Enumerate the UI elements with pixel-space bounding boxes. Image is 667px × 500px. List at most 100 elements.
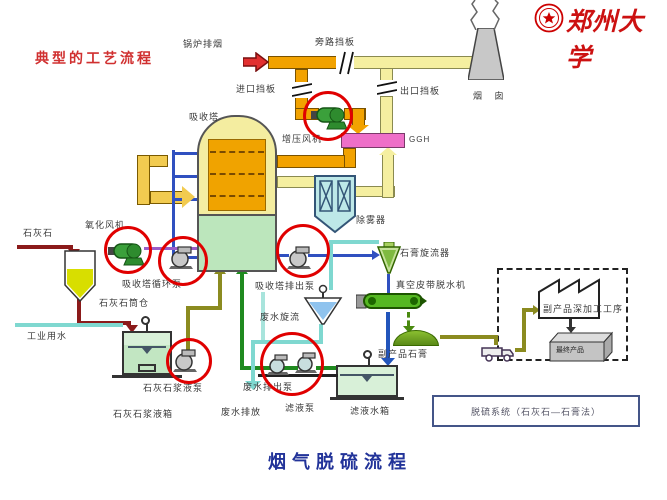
- arrow-into-product-box: [566, 327, 576, 333]
- filtrate-agitator-motor: [363, 350, 372, 359]
- highlight-circle-discharge-pump: [276, 224, 330, 278]
- label-chimney: 烟 囱: [473, 91, 509, 101]
- highlight-circle-oxidation-fan: [104, 226, 152, 274]
- bypass-damper-icon: [336, 51, 354, 75]
- factory-building: [538, 278, 600, 319]
- slurry-tank-level-marker: [142, 348, 152, 354]
- pipe-wastewater-down: [251, 344, 255, 382]
- label-industrial-water: 工业用水: [27, 331, 68, 341]
- pipe-ggh-down: [352, 108, 365, 126]
- label-boiler-exhaust: 锅炉排烟: [183, 39, 224, 49]
- label-limestone-slurry-tank: 石灰石浆液箱: [113, 409, 174, 419]
- label-absorber-discharge-pump: 吸收塔排出泵: [255, 281, 316, 291]
- pipe-demister-to-ggh: [382, 154, 394, 198]
- label-limestone-slurry-pump: 石灰石浆液泵: [143, 383, 204, 393]
- system-caption-box: 脱硫系统（石灰石—石膏法）: [432, 395, 640, 427]
- pipe-slurry-up: [218, 274, 222, 308]
- pipe-to-factory: [522, 308, 534, 312]
- highlight-circle-slurry-pump: [166, 338, 212, 384]
- pipe-ggh-to-outlet-damper: [380, 96, 393, 134]
- label-limestone-silo: 石灰石筒仓: [99, 298, 150, 308]
- label-circulation-pump: 吸收塔循环泵: [122, 279, 183, 289]
- pipe-cyclone-underflow: [387, 274, 390, 294]
- filtrate-tank-base: [330, 397, 404, 400]
- inlet-damper-icon: [292, 82, 312, 98]
- filtrate-tank-level-marker: [362, 376, 372, 382]
- label-demister: 除雾器: [356, 215, 387, 225]
- pipe-gypsum-truck-drop: [494, 335, 498, 345]
- slurry-tank-level-line: [128, 346, 166, 348]
- absorber-spray-section: [208, 139, 266, 211]
- pipe-spray-2: [175, 175, 203, 178]
- pipe-truck-out: [515, 348, 525, 352]
- boiler-exhaust-arrow-icon: [243, 52, 269, 72]
- limestone-silo-vessel: [64, 250, 96, 303]
- pipe-pump-to-filtrate-tank: [316, 366, 340, 370]
- pipe-filtrate-riser: [240, 274, 244, 370]
- label-ggh: GGH: [409, 135, 431, 144]
- filtrate-agitator-shaft: [368, 357, 370, 365]
- slurry-tank-outlet-box: [138, 364, 156, 372]
- arrow-into-slurry-tank: [126, 325, 138, 333]
- label-inlet-damper: 进口挡板: [236, 84, 277, 94]
- page-title: 典型的工艺流程: [35, 51, 154, 67]
- pipe-to-factory-up: [522, 310, 526, 352]
- arrow-into-ggh-top: [347, 125, 369, 134]
- highlight-circle-bottom-pumps: [260, 332, 324, 396]
- arrow-into-filtrate-tank: [381, 358, 395, 366]
- arrow-into-ggh-bottom: [379, 147, 397, 155]
- arrow-gypsum-drop: [403, 326, 415, 333]
- arrow-into-factory: [533, 305, 540, 315]
- system-caption-text: 脱硫系统（石灰石—石膏法）: [470, 406, 601, 417]
- gypsum-cyclone-vessel: [376, 242, 402, 274]
- pipe-industrial-water: [15, 323, 123, 327]
- pipe-belt-filtrate-down: [386, 312, 390, 362]
- arrow-wastewater-discharge: [245, 381, 261, 390]
- label-vacuum-belt: 真空皮带脱水机: [396, 280, 467, 290]
- pipe-silo-down: [77, 299, 81, 324]
- pipe-ggh-to-absorber: [277, 155, 345, 168]
- label-wastewater-discharge: 废水排放: [221, 407, 262, 417]
- slurry-agitator-shaft: [146, 324, 148, 332]
- label-wastewater-cyclone: 废水旋流: [260, 312, 301, 322]
- spray-level-1: [210, 151, 264, 153]
- pipe-hook-vert: [137, 155, 150, 205]
- pipe-circulation-riser: [172, 150, 175, 258]
- pipe-spray-1: [175, 152, 203, 155]
- spray-level-2: [210, 173, 264, 175]
- label-oxidation-fan: 氧化风机: [85, 220, 126, 230]
- chimney-smoke-icon: [470, 0, 500, 30]
- pipe-slurry-riser: [186, 308, 190, 352]
- label-final-product: 最终产品: [556, 347, 584, 354]
- label-bypass-damper: 旁路挡板: [315, 37, 356, 47]
- pipe-to-gypsum-cyclone: [308, 254, 374, 257]
- pipe-slurry-across: [186, 306, 222, 310]
- pipe-cyclone-overflow: [333, 240, 379, 244]
- label-outlet-damper: 出口挡板: [400, 86, 441, 96]
- label-booster-fan: 增压风机: [282, 134, 323, 144]
- ggh-box: [341, 133, 405, 148]
- vacuum-belt-machine: [356, 293, 427, 309]
- label-gypsum-cyclone: 石膏旋流器: [400, 248, 451, 258]
- pipe-limestone-feed: [17, 245, 73, 249]
- label-filtrate-pump: 滤液泵: [285, 403, 316, 413]
- chimney: [468, 28, 504, 80]
- demister-vessel: [314, 175, 356, 234]
- pipe-factory-to-product: [569, 319, 572, 328]
- slurry-agitator-motor: [141, 316, 150, 325]
- label-absorber: 吸收塔: [189, 112, 220, 122]
- label-byproduct-gypsum: 副产品石膏: [378, 349, 429, 359]
- pipe-boiler-duct: [268, 56, 342, 69]
- label-limestone: 石灰石: [23, 228, 54, 238]
- slurry-tank-base: [112, 375, 182, 378]
- label-wastewater-discharge-pump: 废水排出泵: [243, 382, 294, 392]
- pipe-cyclone-down: [319, 324, 323, 342]
- footer-title: 烟气脱硫流程: [268, 452, 412, 473]
- final-product-box: [548, 331, 614, 362]
- wastewater-cyclone-vessel: [303, 284, 343, 325]
- university-seal-icon: [534, 3, 564, 33]
- absorber-slurry-section: [197, 214, 277, 272]
- truck-icon: [481, 347, 514, 362]
- pipe-overflow-down: [329, 240, 333, 290]
